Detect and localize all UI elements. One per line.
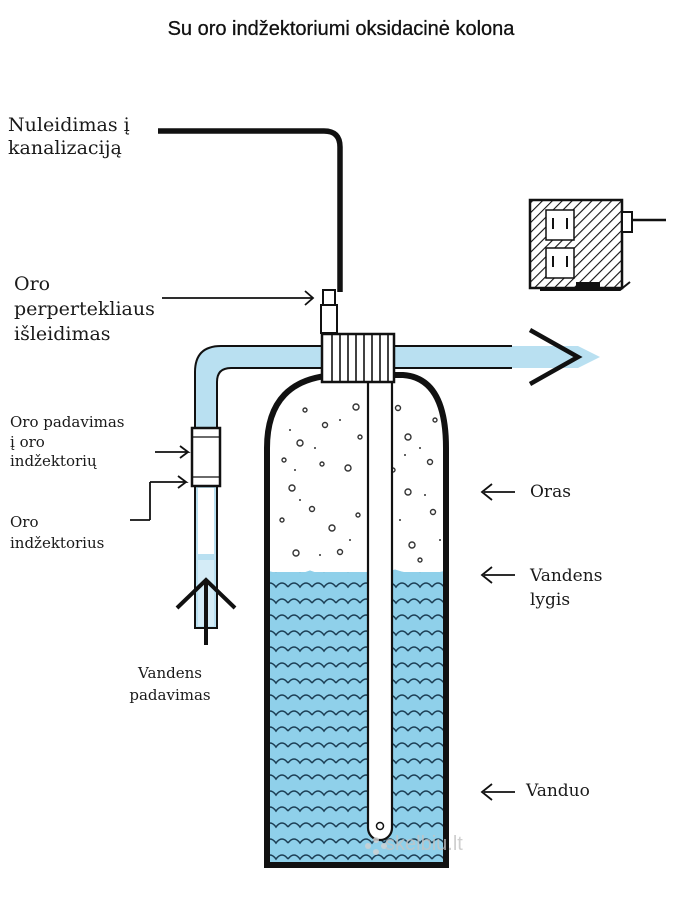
drain-line: [158, 128, 343, 292]
riser-tube: [366, 366, 394, 842]
power-outlet-icon: [528, 198, 666, 291]
air-supply-label: Oro padavimas į oro indžektorių: [10, 413, 125, 470]
air-zone-label: Oras: [530, 482, 571, 502]
diagram-title: Su oro indžektoriumi oksidacinė kolona: [167, 18, 515, 40]
air-bubbles: [279, 403, 438, 563]
water-supply-label: Vandens padavimas: [129, 664, 211, 704]
water-level-label: Vandens lygis: [530, 566, 603, 610]
arrow-left-icon: [130, 290, 515, 801]
tank-head: [320, 332, 396, 384]
air-injector-label: Oro indžektorius: [10, 513, 105, 552]
water-zone-label: Vanduo: [526, 781, 590, 801]
excess-air-label: Oro perpertekliaus išleidimas: [14, 273, 155, 346]
outlet-pipe: [394, 346, 600, 368]
leaf-watermark-icon: [365, 837, 387, 855]
arrow-up-icon: [175, 577, 237, 645]
arrow-right-icon: [528, 328, 583, 386]
watermark: skelbiu.lt: [385, 833, 463, 855]
drain-label: Nuleidimas į kanalizaciją: [8, 114, 130, 159]
air-dots: [289, 419, 441, 556]
air-injector: [190, 426, 222, 488]
air-release-valve: [322, 289, 336, 307]
